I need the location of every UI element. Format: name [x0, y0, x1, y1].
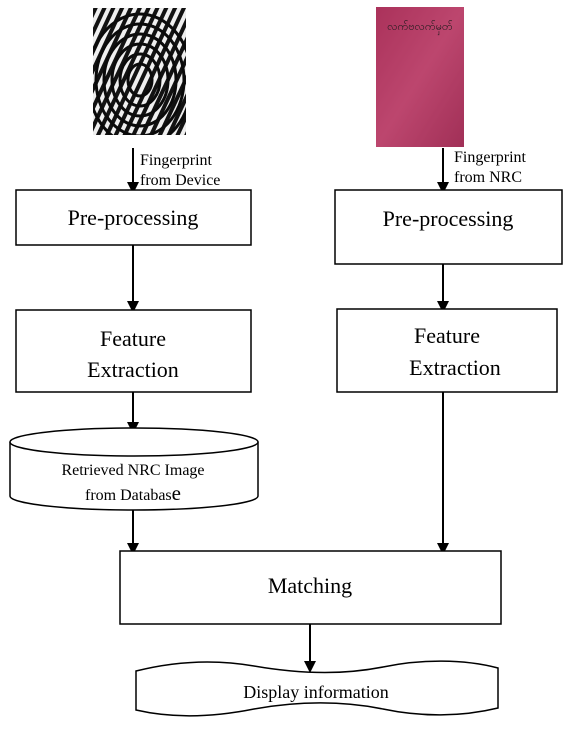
display-information-shape: Display information — [135, 660, 499, 717]
label-fingerprint-from-device-2: from Device — [140, 172, 220, 189]
feature-extraction-box-left: Feature Extraction — [15, 309, 252, 393]
matching-box: Matching — [119, 550, 502, 625]
feature-left-line1: Feature — [100, 326, 166, 351]
nrc-card-text: လက်ဗလက်မှတ် — [387, 20, 453, 35]
database-label-line1: Retrieved NRC Image — [61, 462, 204, 479]
database-label-line2: from Databas — [85, 487, 172, 504]
preprocessing-box-left: Pre-processing — [15, 189, 252, 246]
database-cylinder: Retrieved NRC Image from Database — [9, 427, 259, 511]
label-fingerprint-from-device-1: Fingerprint — [140, 152, 213, 169]
svg-text:from Database: from Database — [85, 481, 181, 505]
feature-left-line2: Extraction — [87, 357, 179, 382]
preprocessing-box-right: Pre-processing — [334, 189, 563, 265]
label-fingerprint-from-nrc-2: from NRC — [454, 169, 522, 186]
feature-right-line1: Feature — [414, 323, 480, 348]
fingerprint-device-image — [93, 8, 186, 135]
database-label-line2-tail: e — [172, 481, 181, 505]
preprocessing-left-label: Pre-processing — [68, 205, 199, 230]
feature-extraction-box-right: Feature Extraction — [336, 308, 558, 393]
feature-right-line2: Extraction — [409, 355, 501, 380]
label-fingerprint-from-nrc-1: Fingerprint — [454, 149, 527, 166]
preprocessing-right-label: Pre-processing — [383, 206, 514, 231]
display-information-label: Display information — [243, 682, 388, 702]
nrc-card-image: လက်ဗလက်မှတ် — [376, 7, 464, 147]
matching-label: Matching — [268, 573, 352, 598]
